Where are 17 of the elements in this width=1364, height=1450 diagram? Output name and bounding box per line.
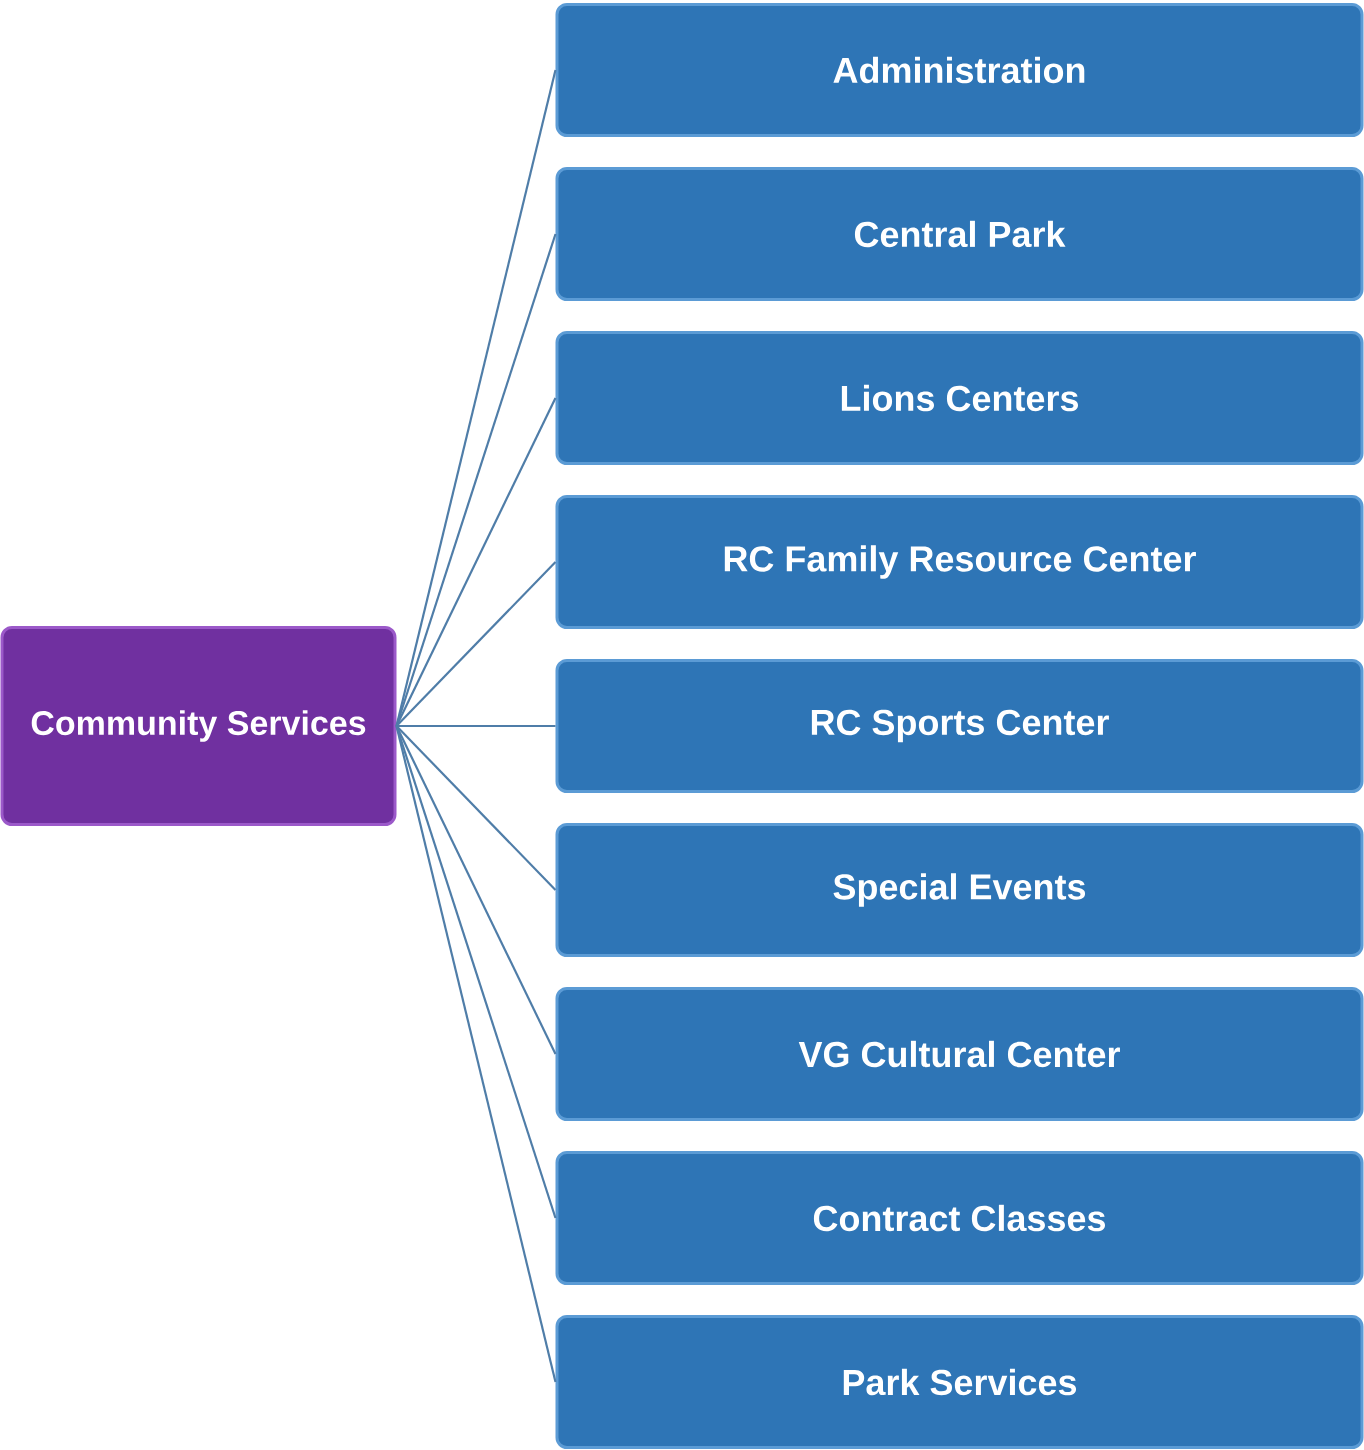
connector-line [395, 725, 557, 1055]
connector-line [395, 725, 557, 891]
department-box: Contract Classes [555, 1151, 1364, 1285]
department-box: Central Park [555, 167, 1364, 301]
department-box: Park Services [555, 1315, 1364, 1449]
department-box: RC Sports Center [555, 659, 1364, 793]
connector-line [395, 561, 557, 727]
connector-line [395, 725, 557, 1383]
connector-line [395, 233, 557, 727]
department-box: VG Cultural Center [555, 987, 1364, 1121]
department-box: Lions Centers [555, 331, 1364, 465]
connector-line [395, 397, 557, 727]
department-box: RC Family Resource Center [555, 495, 1364, 629]
connector-line [396, 724, 556, 728]
root-box: Community Services [0, 626, 397, 826]
department-box: Administration [555, 3, 1364, 137]
department-box: Special Events [555, 823, 1364, 957]
